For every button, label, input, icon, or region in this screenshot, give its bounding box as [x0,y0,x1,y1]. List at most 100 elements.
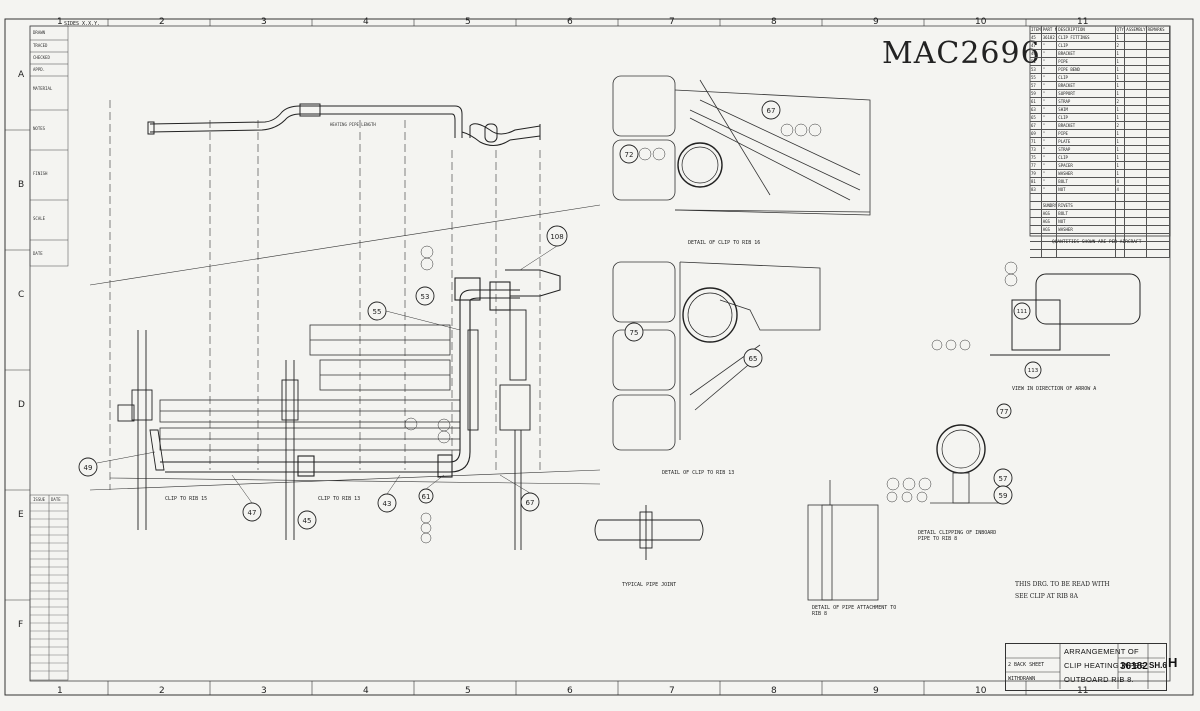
parts-cell: 71 [1030,138,1042,145]
parts-cell [1147,106,1170,113]
svg-text:ISSUE: ISSUE [33,497,46,502]
parts-cell: SPACER [1057,162,1116,169]
balloon-75: 75 [630,329,639,337]
parts-cell: 1 [1116,106,1126,113]
grid-left-C: C [18,290,25,300]
parts-cell: NUT [1057,218,1116,225]
parts-cell: PIPE BEND [1057,66,1116,73]
parts-cell: 47 [1030,42,1042,49]
parts-cell [1057,234,1116,241]
parts-cell [1116,210,1126,217]
parts-cell: CLIP [1057,154,1116,161]
parts-cell [1147,178,1170,185]
parts-cell [1147,138,1170,145]
svg-text:DATE: DATE [51,497,61,502]
parts-cell [1147,66,1170,73]
parts-cell: " [1042,154,1058,161]
parts-list-footer: QUANTITIES SHOWN ARE PER AIRCRAFT [1052,240,1142,245]
parts-cell [1147,170,1170,177]
drawing-number: 36182 [1120,661,1148,672]
tb-note-1: 2 BACK SHEET [1008,662,1045,668]
grid-bottom-8: 8 [771,686,777,696]
parts-cell [1116,242,1126,249]
parts-cell: RIVETS [1057,202,1116,209]
parts-cell [1147,98,1170,105]
parts-cell [1125,202,1147,209]
parts-cell: 65 [1030,114,1042,121]
grid-bottom-9: 9 [873,686,879,696]
svg-text:DATE: DATE [33,251,43,256]
parts-cell: STRAP [1057,98,1116,105]
svg-text:APPD.: APPD. [33,67,45,72]
parts-cell [1125,178,1147,185]
parts-cell [1147,114,1170,121]
label-clip-rib13: CLIP TO RIB 13 [318,496,361,502]
parts-cell: 73 [1030,146,1042,153]
parts-cell [1125,154,1147,161]
parts-cell: CLIP FITTINGS [1057,34,1116,41]
parts-cell: 1 [1116,146,1126,153]
parts-cell: 2 [1116,42,1126,49]
grid-bottom-5: 5 [465,686,471,696]
parts-cell [1147,234,1170,241]
svg-text:MATERIAL: MATERIAL [33,86,53,91]
parts-cell: " [1042,90,1058,97]
grid-left-F: F [18,620,24,630]
parts-cell [1116,250,1126,257]
parts-cell [1147,130,1170,137]
parts-cell [1125,234,1147,241]
parts-cell: SUNDRY [1042,202,1058,209]
parts-cell [1147,250,1170,257]
grid-bottom-2: 2 [159,686,165,696]
label-view-a: VIEW IN DIRECTION OF ARROW A [1012,386,1097,392]
grid-left-B: B [18,180,25,190]
parts-cell [1147,90,1170,97]
balloon-108: 108 [550,233,563,241]
grid-left-E: E [18,510,24,520]
parts-cell [1125,218,1147,225]
grid-top-8: 8 [771,17,777,27]
parts-cell: 1 [1116,34,1126,41]
svg-text:DRAWN: DRAWN [33,30,46,35]
parts-cell [1125,194,1147,201]
parts-cell [1042,250,1058,257]
parts-cell [1147,74,1170,81]
grid-top-10: 10 [975,17,987,27]
parts-cell [1125,66,1147,73]
label-typical-joint: TYPICAL PIPE JOINT [622,582,677,588]
parts-cell [1147,162,1170,169]
parts-cell: 49 [1030,50,1042,57]
balloon-45: 45 [303,517,312,525]
sheet-number: SH.6 [1149,661,1167,670]
parts-cell [1030,234,1042,241]
parts-cell [1147,34,1170,41]
svg-text:NOTES: NOTES [33,126,46,131]
parts-cell: 57 [1030,82,1042,89]
parts-cell [1125,162,1147,169]
parts-cell: 1 [1116,138,1126,145]
parts-header-cell: DESCRIPTION [1057,26,1116,33]
parts-cell [1125,42,1147,49]
parts-header-cell: REMARKS [1147,26,1170,33]
parts-cell [1147,82,1170,89]
parts-cell: 61 [1030,98,1042,105]
balloon-65: 65 [749,355,758,363]
parts-cell: AGS [1042,210,1058,217]
parts-cell [1125,58,1147,65]
parts-cell: 1 [1116,58,1126,65]
parts-cell [1125,130,1147,137]
grid-left-D: D [18,400,25,410]
parts-cell: " [1042,162,1058,169]
parts-header-cell: ASSEMBLY [1126,26,1147,33]
parts-cell [1125,186,1147,193]
balloon-113: 113 [1028,368,1039,374]
parts-cell: CLIP [1057,74,1116,81]
